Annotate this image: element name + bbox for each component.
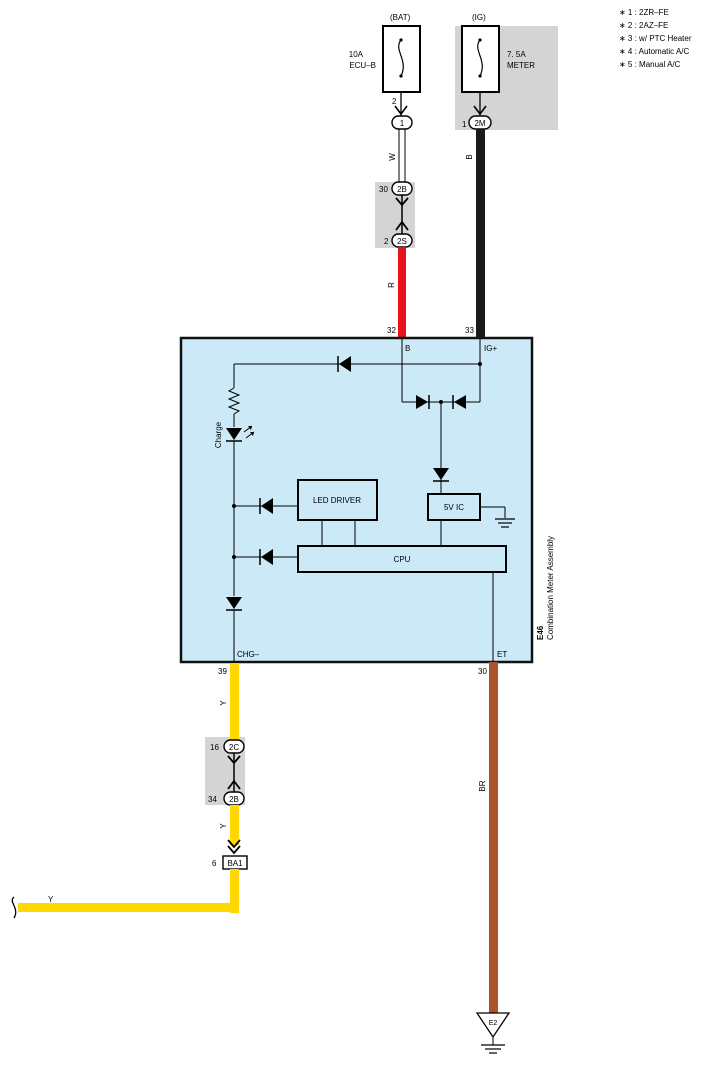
diode-top-icon: [337, 356, 351, 372]
junction-top: 2B 30 2S 2: [379, 181, 413, 248]
connector-2b-top-label: 2B: [397, 185, 407, 194]
ground-e2-triangle-icon: [475, 1012, 511, 1039]
connector-1: [391, 115, 413, 130]
connector-2b-bottom-label: 2B: [229, 795, 239, 804]
wire-r-label: R: [387, 282, 396, 288]
meter-name: Combination Meter Assembly: [546, 536, 555, 640]
wire-break-icon: [11, 896, 17, 919]
fuse-bat-box: [382, 25, 421, 93]
ground-internal-icon: [495, 518, 515, 528]
cpu-label: CPU: [394, 555, 411, 564]
wire-b: B 33: [465, 129, 485, 338]
meter-term-ig: IG+: [484, 344, 497, 353]
led-driver-block: [297, 479, 378, 521]
junction-bottom-pin2: 34: [208, 795, 217, 804]
fuse-bat-pin: 2: [392, 97, 397, 106]
connector-2c-label: 2C: [229, 743, 239, 752]
meter-code: E46: [536, 625, 545, 640]
fuse-bat-source: (BAT): [390, 13, 411, 22]
fuse-bat-element-icon: [398, 39, 404, 77]
diode-cpu-icon: [259, 549, 273, 565]
legend-item-5: ∗ 5 : Manual A/C: [619, 60, 681, 69]
junction-bottom-pin1: 16: [210, 743, 219, 752]
fuse-bat-pin-arrow-icon: [394, 105, 408, 116]
wire-y: 39 Y 2C 16 2B 34 Y BA1 6 Y: [11, 663, 248, 919]
combination-meter-assembly: B IG+ Charge: [179, 336, 555, 664]
wire-w-label: W: [388, 153, 397, 161]
junction-bottom-arrow-down-icon: [227, 755, 241, 765]
legend-item-2: ∗ 2 : 2AZ–FE: [619, 21, 668, 30]
ground-e2-icon: [481, 1044, 505, 1054]
wire-y-bottom-label: Y: [48, 895, 54, 904]
wire-y-top-label: Y: [219, 700, 228, 706]
meter-term-b: B: [405, 344, 410, 353]
diode-5v-icon: [433, 468, 449, 482]
fuse-ig-source: (IG): [472, 13, 486, 22]
ba1-arrow-icon: [227, 839, 241, 855]
fuse-ecu-b: (BAT) 10A ECU–B 2 1: [349, 13, 421, 130]
wire-b-label: B: [465, 154, 474, 159]
charge-label: Charge: [214, 421, 223, 448]
legend-item-3: ∗ 3 : w/ PTC Heater: [619, 34, 692, 43]
fuse-ig-rating: 7. 5A: [507, 50, 526, 59]
fuse-ig-pin-arrow-icon: [473, 105, 487, 116]
diode-led-driver-icon: [259, 498, 273, 514]
legend-item-1: ∗ 1 : 2ZR–FE: [619, 8, 669, 17]
junction-top-pin1: 30: [379, 185, 388, 194]
junction-bottom-arrow-up-icon: [227, 779, 241, 790]
led-driver-label: LED DRIVER: [313, 496, 361, 505]
diode-ig-icon: [452, 395, 466, 409]
wire-br-label: BR: [478, 780, 487, 791]
fuse-bat-rating: 10A: [349, 50, 364, 59]
connector-ba1-pin: 6: [212, 859, 217, 868]
diode-b-icon: [416, 395, 430, 409]
meter-pin-ig: 33: [465, 326, 474, 335]
fuse-ig-name: METER: [507, 61, 535, 70]
connector-2m-label: 2M: [474, 119, 485, 128]
wire-r: R 32: [387, 247, 406, 338]
meter-pin-b: 32: [387, 326, 396, 335]
connector-2s-label: 2S: [397, 237, 407, 246]
resistor-icon: [227, 387, 241, 415]
wire-br: 30 BR E2: [475, 662, 511, 1054]
charge-led-icon: [226, 425, 255, 442]
connector-ba1-label: BA1: [227, 859, 243, 868]
wire-w: W: [388, 129, 406, 182]
fuse-ig-element-icon: [477, 39, 483, 77]
legend-item-4: ∗ 4 : Automatic A/C: [619, 47, 690, 56]
ic-5v-label: 5V IC: [444, 503, 464, 512]
meter-term-et: ET: [497, 650, 507, 659]
cpu-block: [297, 545, 507, 573]
junction-top-arrow-up-icon: [395, 220, 409, 231]
junction-top-pin2: 2: [384, 237, 389, 246]
ic-5v-block: [427, 493, 481, 521]
connector-1-label: 1: [400, 119, 405, 128]
meter-pin-chg: 39: [218, 667, 227, 676]
ground-e2-label: E2: [489, 1020, 498, 1027]
fuse-bat-name: ECU–B: [349, 61, 376, 70]
fuse-ig-pin: 1: [462, 120, 467, 129]
fuse-meter: (IG) 7. 5A METER 1 2M: [461, 13, 535, 130]
junction-top-arrow-down-icon: [395, 197, 409, 207]
meter-term-chg: CHG–: [237, 650, 260, 659]
legend: ∗ 1 : 2ZR–FE ∗ 2 : 2AZ–FE ∗ 3 : w/ PTC H…: [619, 8, 692, 69]
wire-y-mid-label: Y: [219, 823, 228, 829]
meter-pin-et: 30: [478, 667, 487, 676]
